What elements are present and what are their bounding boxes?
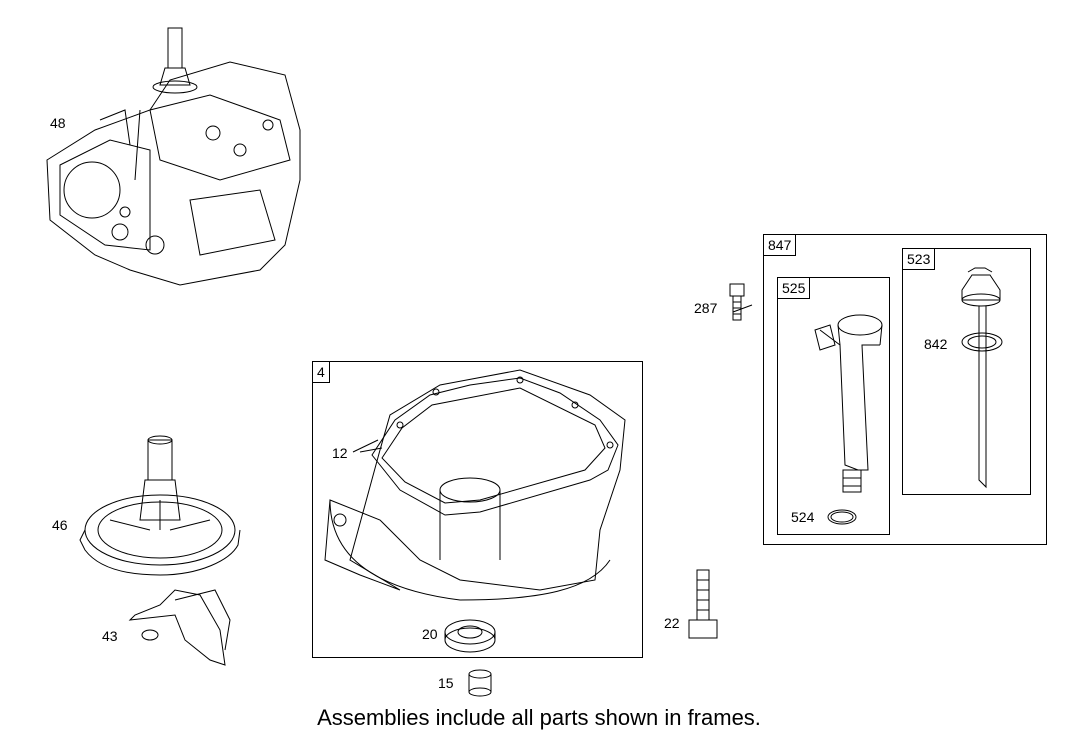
callout-20: 20 (422, 626, 438, 642)
frame-4-tag: 4 (313, 362, 330, 383)
callout-524: 524 (791, 509, 815, 525)
frame-523-tag: 523 (903, 249, 936, 270)
plug-15-part (468, 669, 492, 697)
callout-48: 48 (50, 115, 66, 131)
cylinder-block-part (46, 27, 301, 286)
frame-847: 847 (763, 234, 1047, 545)
callout-12: 12 (332, 445, 348, 461)
callout-287: 287 (694, 300, 718, 316)
frame-525-tag: 525 (778, 278, 811, 299)
callout-43: 43 (102, 628, 118, 644)
caption: Assemblies include all parts shown in fr… (317, 705, 761, 730)
callout-842: 842 (924, 336, 948, 352)
bolt-22-part (688, 569, 718, 639)
callout-22: 22 (664, 615, 680, 631)
governor-part (128, 589, 231, 666)
cam-gear-part (79, 435, 241, 576)
frame-525: 525 (777, 277, 890, 535)
frame-847-tag: 847 (764, 235, 797, 256)
bolt-287-part (729, 283, 745, 321)
dipstick-part (961, 267, 1003, 489)
seal-20-part (444, 619, 496, 653)
sump-part (324, 369, 626, 601)
o-ring-524-part (827, 509, 857, 525)
frame-523: 523 (902, 248, 1031, 495)
callout-46: 46 (52, 517, 68, 533)
dipstick-tube-part (814, 314, 883, 493)
frame-4: 4 (312, 361, 643, 658)
callout-15: 15 (438, 675, 454, 691)
